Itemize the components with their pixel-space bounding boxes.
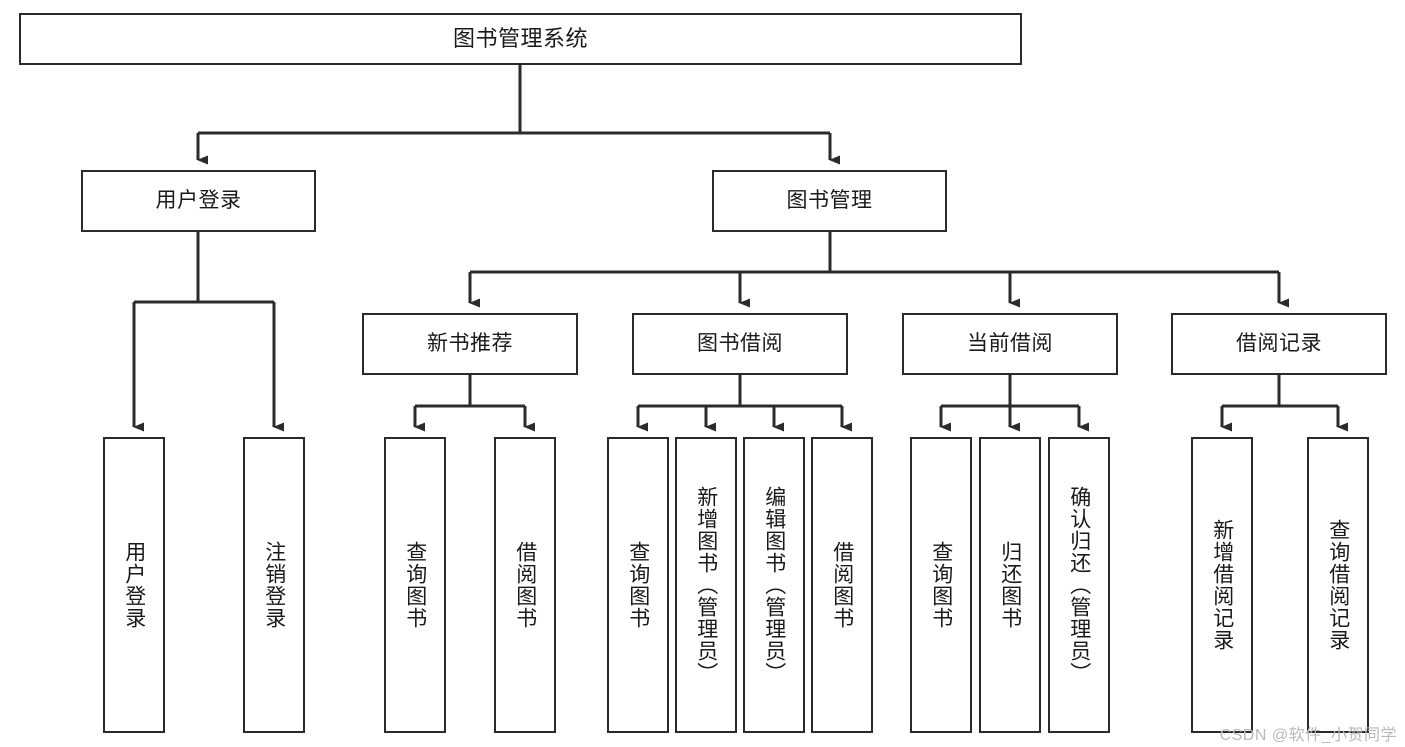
node-leaf-query-book-3[interactable]: 查询图书: [910, 437, 972, 733]
node-leaf-user-login[interactable]: 用户登录: [103, 437, 165, 733]
node-new-book-recommend-label: 新书推荐: [427, 331, 513, 355]
node-leaf-add-record[interactable]: 新增借阅记录: [1191, 437, 1253, 733]
node-leaf-borrow-book-2[interactable]: 借阅图书: [811, 437, 873, 733]
node-leaf-borrow-book-1[interactable]: 借阅图书: [494, 437, 556, 733]
node-current-borrow-label: 当前借阅: [967, 331, 1053, 355]
node-book-borrow-label: 图书借阅: [697, 331, 783, 355]
node-borrow-record-label: 借阅记录: [1236, 331, 1322, 355]
node-book-borrow[interactable]: 图书借阅: [632, 313, 848, 375]
node-leaf-confirm-return-label: 确认归还（管理员）: [1067, 486, 1091, 684]
node-new-book-recommend[interactable]: 新书推荐: [362, 313, 578, 375]
node-leaf-user-logout[interactable]: 注销登录: [243, 437, 305, 733]
node-leaf-query-record-label: 查询借阅记录: [1326, 519, 1350, 651]
node-leaf-query-book-3-label: 查询图书: [929, 541, 953, 629]
node-book-manage-label: 图书管理: [786, 188, 873, 212]
node-leaf-user-login-label: 用户登录: [122, 541, 146, 629]
node-leaf-query-book-2-label: 查询图书: [626, 541, 650, 629]
node-leaf-borrow-book-1-label: 借阅图书: [513, 541, 537, 629]
node-current-borrow[interactable]: 当前借阅: [902, 313, 1118, 375]
node-root-system[interactable]: 图书管理系统: [19, 13, 1022, 65]
node-leaf-add-book-label: 新增图书（管理员）: [694, 486, 718, 684]
node-leaf-return-book[interactable]: 归还图书: [979, 437, 1041, 733]
node-user-login[interactable]: 用户登录: [81, 170, 316, 232]
node-leaf-return-book-label: 归还图书: [998, 541, 1022, 629]
node-leaf-add-book[interactable]: 新增图书（管理员）: [675, 437, 737, 733]
node-borrow-record[interactable]: 借阅记录: [1171, 313, 1387, 375]
node-leaf-add-record-label: 新增借阅记录: [1210, 519, 1234, 651]
node-book-manage[interactable]: 图书管理: [712, 170, 947, 232]
csdn-watermark: CSDN @软件_小贺同学: [1219, 727, 1397, 744]
node-root-label: 图书管理系统: [452, 26, 588, 52]
node-leaf-query-record[interactable]: 查询借阅记录: [1307, 437, 1369, 733]
node-leaf-edit-book[interactable]: 编辑图书（管理员）: [743, 437, 805, 733]
node-leaf-edit-book-label: 编辑图书（管理员）: [762, 486, 786, 684]
node-user-login-label: 用户登录: [155, 188, 242, 212]
node-leaf-query-book-2[interactable]: 查询图书: [607, 437, 669, 733]
node-leaf-query-book-1-label: 查询图书: [403, 541, 427, 629]
node-leaf-borrow-book-2-label: 借阅图书: [830, 541, 854, 629]
node-leaf-user-logout-label: 注销登录: [262, 541, 286, 629]
node-leaf-query-book-1[interactable]: 查询图书: [384, 437, 446, 733]
node-leaf-confirm-return[interactable]: 确认归还（管理员）: [1048, 437, 1110, 733]
